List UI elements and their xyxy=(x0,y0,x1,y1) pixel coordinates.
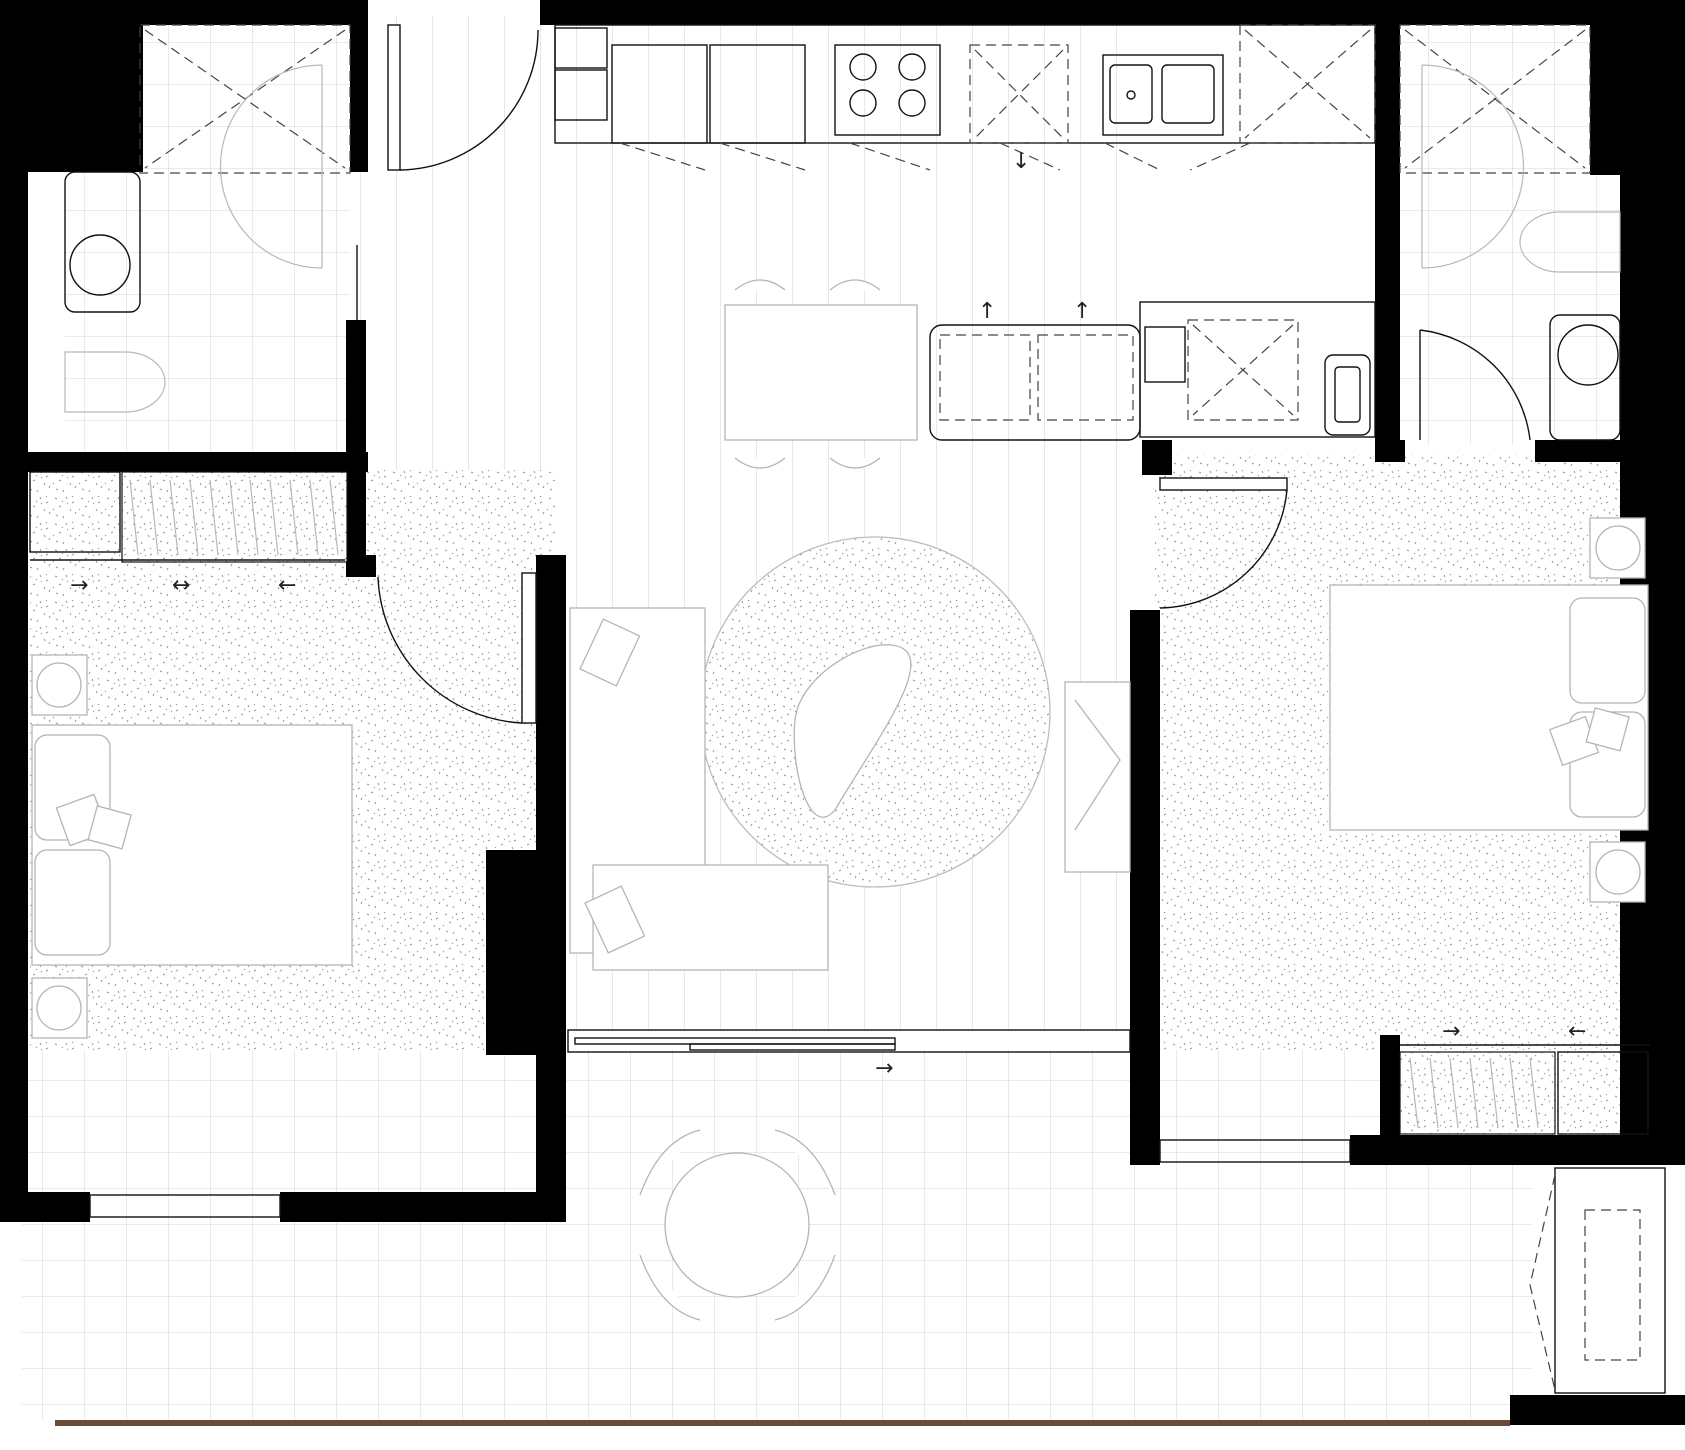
coffee-table xyxy=(793,644,912,818)
left-shower xyxy=(139,24,351,269)
kitchen-arrow-down: ↓ xyxy=(1012,149,1030,174)
island-arrow-up-2: ↑ xyxy=(1073,299,1091,324)
right-bed xyxy=(1329,517,1649,903)
right-bath-door[interactable] xyxy=(1419,329,1531,441)
kitchen-sink-icon xyxy=(1102,54,1224,136)
wardrobe-left-arrow-left: ← xyxy=(278,573,296,598)
left-bedroom-window xyxy=(89,1194,281,1218)
living-sliding-door[interactable] xyxy=(567,1029,1131,1053)
bathroom-right-floor xyxy=(1395,25,1620,445)
right-shower xyxy=(1399,24,1591,269)
fridge-space-icon xyxy=(969,44,1069,144)
left-vanity-basin-icon xyxy=(64,171,141,313)
cooktop-icon xyxy=(834,44,941,136)
wardrobe-right-arrow-left: ← xyxy=(1568,1019,1586,1044)
dining-table xyxy=(724,279,918,469)
right-bedroom-window xyxy=(1159,1139,1351,1163)
cabinet-door-swings xyxy=(619,142,1251,171)
right-toilet-icon xyxy=(1519,211,1621,273)
wardrobe-right-arrow-right: → xyxy=(1442,1019,1460,1044)
balcony-storage xyxy=(1529,1167,1666,1394)
left-bedroom-door[interactable] xyxy=(377,572,537,724)
balcony-balustrade xyxy=(55,1420,1510,1426)
tv-unit xyxy=(1064,681,1131,873)
kitchen-island xyxy=(929,301,1376,441)
left-toilet-icon xyxy=(64,351,166,413)
living-door-arrow-right: → xyxy=(875,1056,893,1081)
left-wardrobe xyxy=(29,471,348,563)
entry-door[interactable] xyxy=(387,24,539,171)
left-bed xyxy=(31,654,353,1039)
sofa xyxy=(569,607,829,971)
pantry-space-icon xyxy=(1239,24,1376,144)
island-arrow-up-1: ↑ xyxy=(978,299,996,324)
right-bedroom-door[interactable] xyxy=(1159,477,1288,609)
right-vanity-basin-icon xyxy=(1549,314,1621,441)
right-wardrobe xyxy=(1399,1044,1650,1135)
balcony-dining-set xyxy=(639,1129,836,1321)
wardrobe-left-arrow-right: → xyxy=(70,573,88,598)
wardrobe-left-arrow-both: ↔ xyxy=(172,573,190,598)
